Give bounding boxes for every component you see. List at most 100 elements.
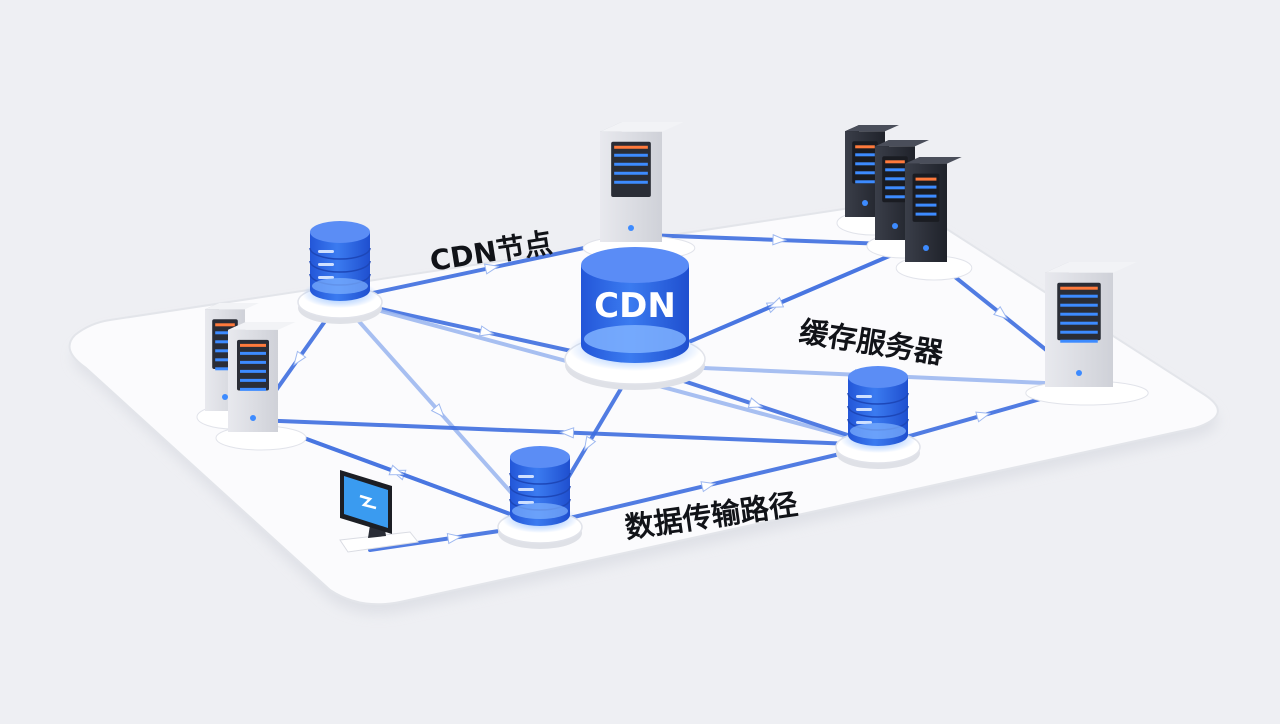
link-arrow	[559, 427, 575, 439]
rack-server-3-stripe	[915, 212, 937, 216]
server-left-2-panel	[237, 339, 269, 391]
rack-server-1-stripe	[855, 162, 875, 166]
server-left-1-led	[222, 394, 228, 400]
cdn-node-top-left-lowglow	[312, 278, 368, 294]
cdn-node-bottom-ring	[509, 485, 571, 498]
server-right	[1025, 262, 1149, 406]
server-left-1-stripe	[215, 367, 235, 371]
link-arrow	[478, 325, 495, 337]
server-top-panel	[611, 141, 651, 197]
cdn-node-bottom-lowglow	[512, 503, 568, 519]
link-arrow	[747, 397, 764, 409]
server-left-1-stripe	[215, 331, 235, 335]
rack-server-1-stripe	[855, 171, 875, 175]
server-left-2-accent	[240, 343, 266, 347]
server-left-1-stripe	[215, 340, 235, 344]
cdn-node-right-slot	[856, 421, 872, 424]
rack-server-2-stripe	[885, 168, 905, 172]
rack-server-1-stripe	[855, 153, 875, 157]
cdn-node-bottom-slot	[518, 488, 534, 491]
rack-server-2-stripe	[885, 177, 905, 181]
server-left-2-top	[228, 322, 296, 330]
client-monitor-base	[339, 531, 419, 553]
server-right-stripe	[1060, 294, 1098, 298]
link-arrow	[388, 464, 405, 476]
server-left-2-stripe	[240, 387, 266, 391]
link-arrow	[768, 296, 785, 308]
cdn-node-right-ring	[847, 392, 909, 405]
cdn-node-top-left-slot	[318, 263, 334, 266]
cdn-node-right-slot	[856, 395, 872, 398]
rack-server-2-led	[892, 223, 898, 229]
server-left-1-stripe	[215, 349, 235, 353]
client-monitor	[339, 470, 419, 553]
server-left-2-stripe	[240, 378, 266, 382]
link-arrow	[700, 481, 717, 493]
server-left-2-stripe	[240, 369, 266, 373]
link-arrow	[430, 403, 445, 419]
cdn-node-bottom-slot	[518, 475, 534, 478]
cdn-hub: CDN	[564, 247, 706, 390]
link-arrow	[483, 263, 500, 275]
rack-server-3-accent	[915, 177, 937, 181]
server-right-stripe	[1060, 303, 1098, 307]
rack-server-1-stripe	[855, 180, 875, 184]
rack-server-2-accent	[885, 160, 905, 164]
server-right-stripe	[1060, 339, 1098, 343]
cdn-hub-label: CDN	[594, 286, 676, 326]
rack-server-3-stripe	[915, 185, 937, 189]
server-left-2	[215, 322, 307, 451]
cdn-node-top-left-ring	[309, 260, 371, 273]
rack-server-2-top	[875, 140, 929, 147]
cdn-node-right-top	[848, 366, 908, 388]
link-arrow	[993, 305, 1009, 320]
server-right-accent	[1060, 286, 1098, 290]
server-right-stripe	[1060, 330, 1098, 334]
server-right-stripe	[1060, 321, 1098, 325]
server-top	[582, 122, 696, 261]
cdn-node-top-left-top	[310, 221, 370, 243]
rack-server-2-stripe	[885, 186, 905, 190]
server-left-1-stripe	[215, 358, 235, 362]
cdn-node-bottom-ring	[509, 472, 571, 485]
cdn-node-right	[835, 366, 921, 469]
client-monitor-screen-icon	[359, 494, 377, 510]
cdn-node-bottom-slot	[518, 501, 534, 504]
cdn-node-top-left-slot	[318, 276, 334, 279]
cdn-hub-top	[581, 247, 689, 283]
server-right-led	[1076, 370, 1082, 376]
cdn-node-top-left-slot	[318, 250, 334, 253]
rack-server-3-stripe	[915, 203, 937, 207]
rack-server-2-stripe	[885, 195, 905, 199]
cdn-node-top-left	[297, 221, 383, 324]
server-right-stripe	[1060, 312, 1098, 316]
server-left-2-stripe	[240, 351, 266, 355]
cdn-node-bottom-top	[510, 446, 570, 468]
link-arrow	[293, 350, 307, 367]
server-left-1	[196, 303, 270, 430]
rack-server-1-accent	[855, 145, 875, 149]
rack-server-3-top	[905, 157, 962, 164]
cdn-node-right-slot	[856, 408, 872, 411]
devices: CDN	[196, 122, 1149, 553]
server-top-led	[628, 225, 634, 231]
cdn-node-right-ring	[847, 405, 909, 418]
server-top-stripe	[614, 180, 648, 184]
link-arrow	[975, 411, 992, 423]
server-top-stripe	[614, 153, 648, 157]
server-left-1-top	[205, 303, 259, 310]
link-arrow	[772, 233, 788, 246]
cdn-node-right-lowglow	[850, 423, 906, 439]
cdn-node-bottom	[497, 446, 583, 549]
server-right-top	[1045, 262, 1137, 273]
rack-server-3-stripe	[915, 194, 937, 198]
rack-server-1-top	[845, 125, 899, 132]
cdn-hub-lowglow	[584, 325, 686, 353]
server-top-stripe	[614, 171, 648, 175]
server-left-2-stripe	[240, 360, 266, 364]
server-top-accent	[614, 145, 648, 149]
rack-server-1-led	[862, 200, 868, 206]
server-left-2-led	[250, 415, 256, 421]
